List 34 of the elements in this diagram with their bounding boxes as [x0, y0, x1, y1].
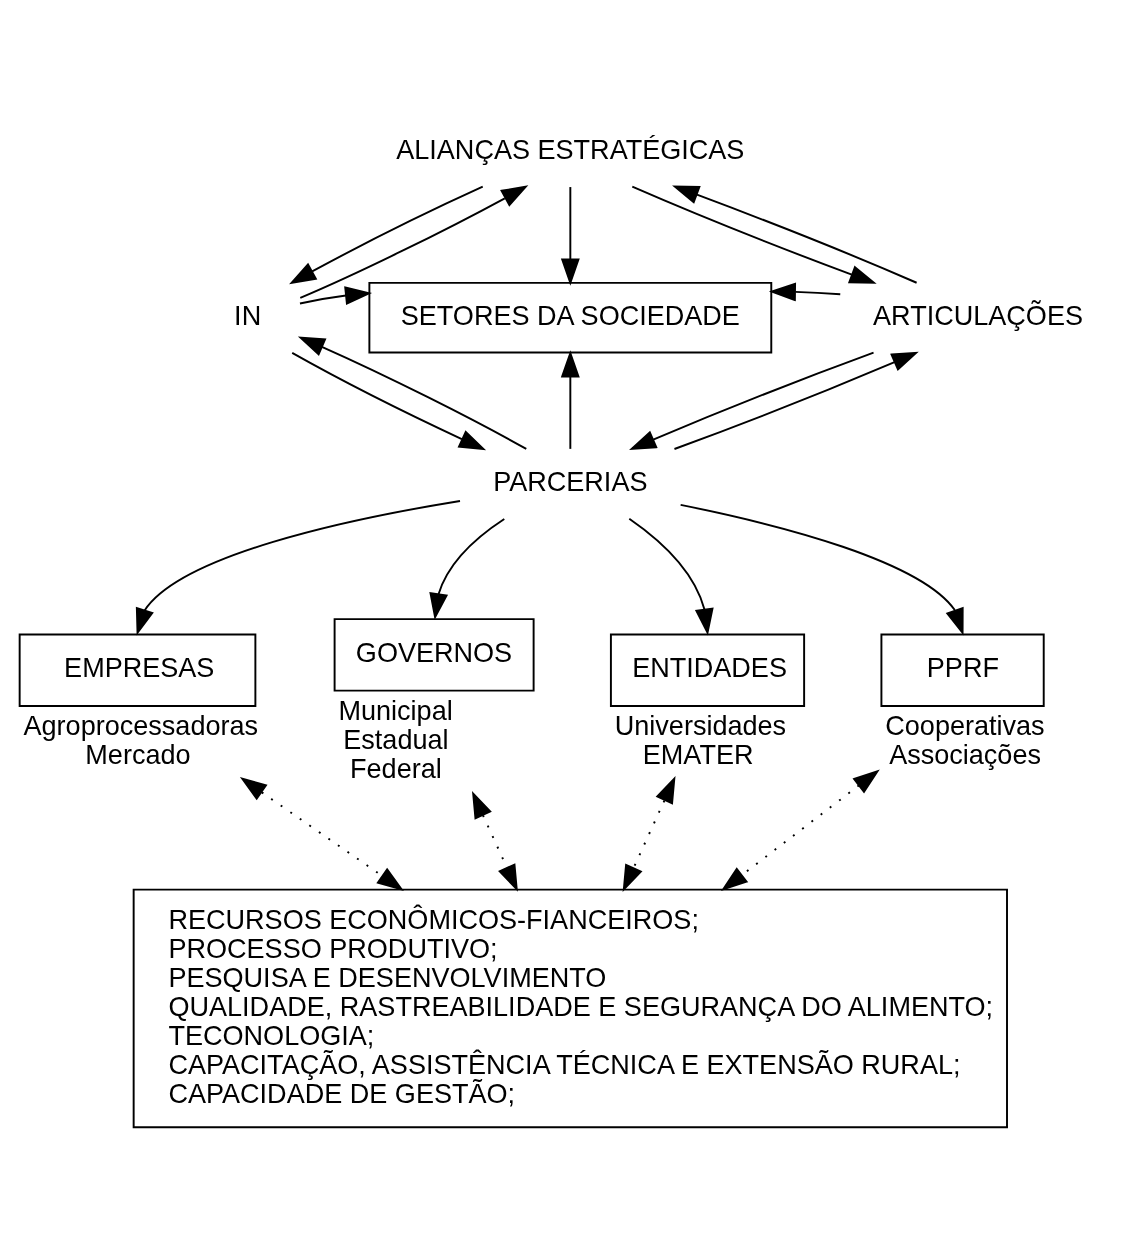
- arrow: [679, 503, 964, 636]
- arrow: [472, 791, 518, 892]
- arrow: [622, 776, 676, 892]
- node-text: ARTICULAÇÕES: [873, 300, 1083, 331]
- node-label: Universidades EMATER: [614, 711, 787, 771]
- node-text: PARCERIAS: [493, 467, 648, 497]
- arrow: [429, 518, 506, 621]
- node-text: IN: [234, 300, 262, 331]
- arrow: [299, 185, 529, 299]
- arrow: [672, 185, 918, 284]
- arrow: [673, 351, 919, 450]
- node-box: SETORES DA SOCIEDADE: [368, 281, 773, 354]
- node-box: EMPRESAS: [18, 633, 257, 707]
- arrow: [628, 517, 714, 636]
- node-box: GOVERNOS: [333, 618, 535, 692]
- arrow: [239, 777, 404, 891]
- arrow: [631, 185, 877, 284]
- arrow: [289, 185, 484, 285]
- node-label: Cooperativas Associações: [885, 711, 1045, 771]
- node-box: RECURSOS ECONÔMICOS-FIANCEIROS; PROCESSO PRODUTIVO; PESQUISA E DESENVOLVIMENTO QUALIDADE, RASTREABILIDADE E SEGURANÇA DO ALIMENTO; TECONOLOGIA; CAPACITAÇÃO, ASSISTÊNCIA TÉCNICA E EXTENSÃO RURAL; CAPACIDADE DE GESTÃO;: [132, 888, 1008, 1129]
- node-label: Agroprocessadoras Mercado: [23, 711, 259, 771]
- node-text: ALIANÇAS ESTRATÉGICAS: [396, 134, 745, 165]
- arrow: [720, 769, 880, 892]
- arrow: [768, 282, 842, 302]
- arrow: [297, 336, 528, 450]
- arrow: [135, 500, 461, 636]
- arrow: [560, 350, 580, 450]
- arrow: [299, 286, 373, 306]
- node-label: Municipal Estadual Federal: [338, 695, 453, 784]
- node-box: PPRF: [880, 633, 1045, 707]
- arrow: [291, 351, 487, 451]
- arrow: [560, 186, 580, 286]
- node-box: ENTIDADES: [609, 633, 806, 707]
- arrow: [629, 351, 875, 451]
